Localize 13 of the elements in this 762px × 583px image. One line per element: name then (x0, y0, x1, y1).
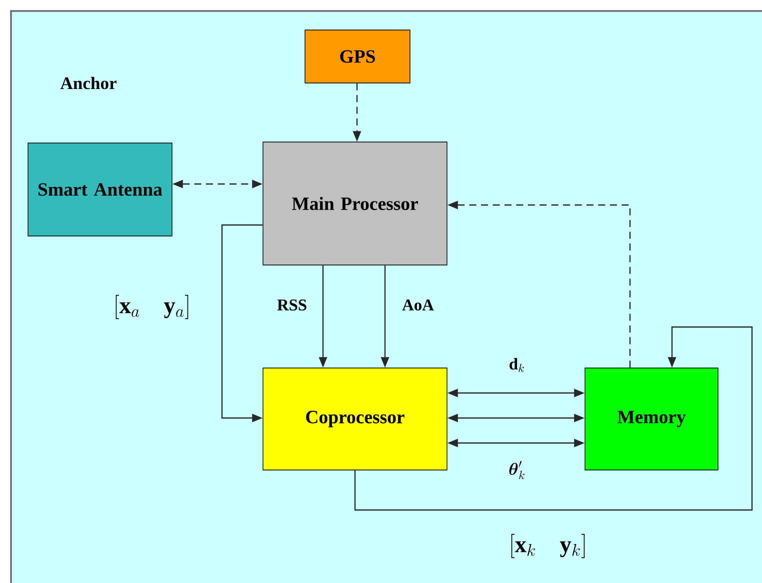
edge-label: $\mathbf{d}_{k}$ (510, 358, 524, 372)
gps-box: GPS (304, 30, 410, 84)
edge-label: $\boldsymbol{\theta}'_{k}$ (509, 461, 524, 480)
processor-box: Main Processor (262, 142, 448, 266)
edge-label: $\left[\mathbf{x}_{a}\quad\mathbf{y}_{a}\right]$ (116, 294, 188, 320)
edge-label: $\left[\mathbf{x}_{k}\quad\mathbf{y}_{k}\right]$ (511, 534, 585, 558)
edge-label: AoA (402, 300, 434, 310)
coprocessor-box: Coprocessor (262, 368, 448, 470)
edge-label: RSS (277, 300, 306, 310)
arrow (354, 326, 753, 511)
anchor-label: Anchor (60, 76, 116, 90)
memory-box: Memory (584, 368, 718, 470)
antenna-box: Smart Antenna (28, 142, 172, 236)
